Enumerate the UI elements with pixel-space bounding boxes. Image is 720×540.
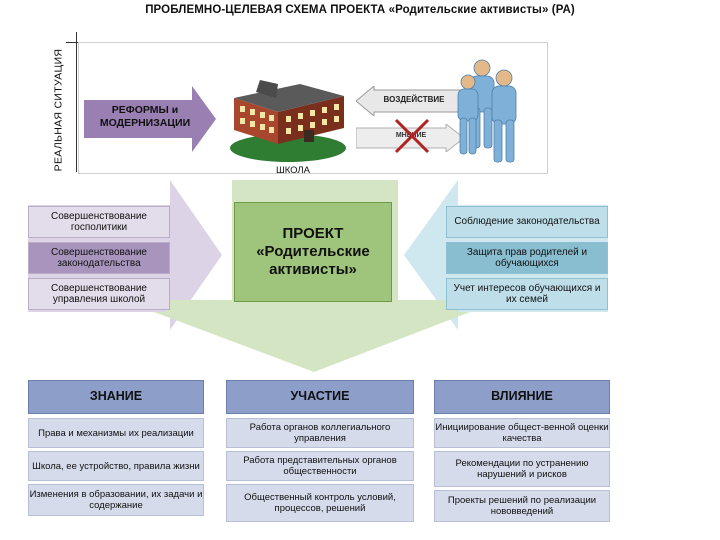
column-head-knowledge: ЗНАНИЕ	[28, 380, 204, 414]
left-item-2: Совершенствование законодательства	[28, 242, 170, 274]
column-knowledge-item-2: Школа, ее устройство, правила жизни	[28, 451, 204, 481]
left-item-1: Совершенствование госполитики	[28, 206, 170, 238]
column-participation-item-2: Работа представительных органов обществе…	[226, 451, 414, 481]
people-icon	[457, 59, 517, 163]
right-item-1: Соблюдение законодательства	[446, 206, 608, 238]
impact-label: ВОЗДЕЙСТВИЕ	[383, 95, 445, 104]
school-label: ШКОЛА	[276, 165, 310, 176]
cross-icon	[394, 118, 430, 154]
axis-vertical	[76, 32, 77, 172]
project-line-2: «Родительские	[256, 243, 370, 260]
column-head-influence: ВЛИЯНИЕ	[434, 380, 610, 414]
diagram-title: ПРОБЛЕМНО-ЦЕЛЕВАЯ СХЕМА ПРОЕКТА «Родител…	[145, 4, 575, 16]
impact-arrow	[356, 86, 464, 116]
column-knowledge-item-1: Права и механизмы их реализации	[28, 418, 204, 448]
school-building-icon	[230, 80, 346, 162]
project-box: ПРОЕКТ «Родительские активисты»	[234, 202, 392, 302]
reform-arrow	[84, 86, 216, 152]
right-item-2: Защита прав родителей и обучающихся	[446, 242, 608, 274]
project-line-1: ПРОЕКТ	[282, 225, 344, 242]
column-head-participation: УЧАСТИЕ	[226, 380, 414, 414]
right-item-3: Учет интересов обучающихся и их семей	[446, 278, 608, 310]
reform-text: РЕФОРМЫ и МОДЕРНИЗАЦИИ	[99, 104, 191, 129]
column-influence-item-3: Проекты решений по реализации нововведен…	[434, 490, 610, 522]
column-knowledge-item-3: Изменения в образовании, их задачи и сод…	[28, 484, 204, 516]
column-influence-item-1: Инициирование общест-венной оценки качес…	[434, 418, 610, 448]
left-item-3: Совершенствование управления школой	[28, 278, 170, 310]
column-participation-item-3: Общественный контроль условий, процессов…	[226, 484, 414, 522]
situation-label: РЕАЛЬНАЯ СИТУАЦИЯ	[52, 48, 64, 172]
project-line-3: активисты»	[269, 261, 357, 278]
axis-horizontal	[66, 42, 88, 43]
column-influence-item-2: Рекомендации по устранению нарушений и р…	[434, 451, 610, 487]
column-participation-item-1: Работа органов коллегиального управления	[226, 418, 414, 448]
